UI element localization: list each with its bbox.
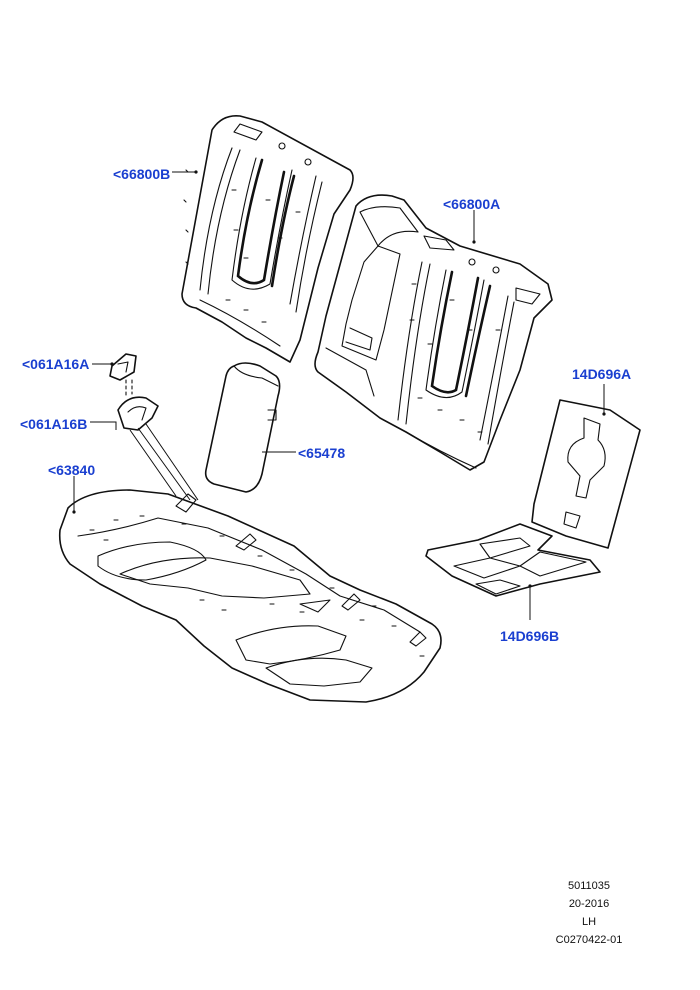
callout-14d696a[interactable]: 14D696A [572,366,632,382]
seat-back-foam-lh [181,114,354,363]
reference-code: C0270422-01 [555,934,623,946]
callout-66800b[interactable]: <66800B [113,166,171,182]
callout-66800a[interactable]: <66800A [443,196,501,212]
seat-back-foam-rh [314,194,553,471]
seat-cushion-foam [58,489,442,703]
clip-upper [109,353,137,381]
reference-side: LH [581,916,597,928]
callout-63840[interactable]: <63840 [48,462,96,478]
callout-061a16b[interactable]: <061A16B [20,416,88,432]
callout-14d696b[interactable]: 14D696B [500,628,560,644]
reference-date: 20-2016 [568,898,610,910]
heater-mat-back [531,399,641,549]
armrest [204,362,281,493]
callout-65478[interactable]: <65478 [298,445,346,461]
reference-number: 5011035 [567,880,610,892]
leader-lines [72,170,606,620]
heater-mat-cushion [425,523,601,597]
clip-lower [117,379,159,431]
callout-061a16a[interactable]: <061A16A [22,356,90,372]
